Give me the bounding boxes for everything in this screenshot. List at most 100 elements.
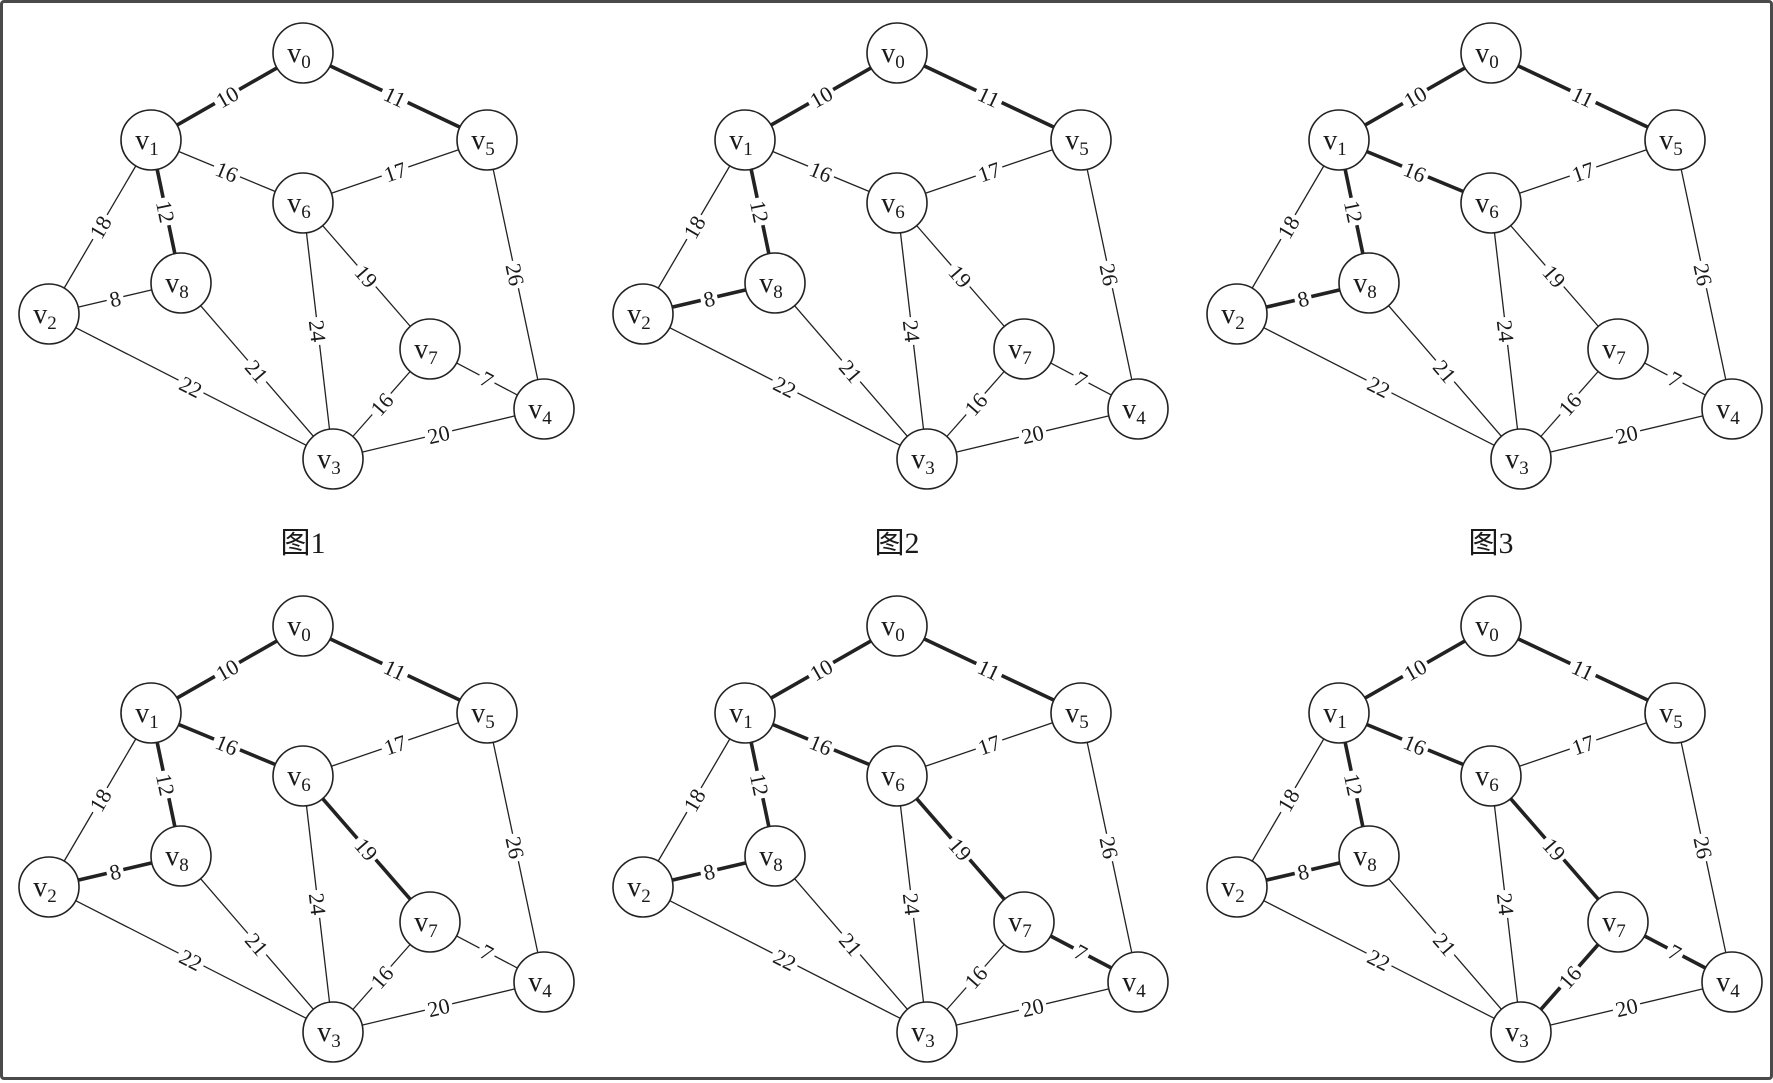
node-letter: v	[1505, 1017, 1519, 1048]
edge-weight-text: 11	[1568, 81, 1598, 113]
node-circle	[456, 682, 518, 744]
edge-weight-v1-v2: 18	[676, 781, 712, 819]
node-letter: v	[414, 907, 428, 938]
node-circle	[18, 856, 80, 918]
edge-weight-v1-v8: 12	[1339, 768, 1369, 801]
node-letter: v	[471, 698, 485, 729]
node-subscript: 5	[485, 139, 495, 160]
node-letter: v	[1716, 394, 1730, 425]
node-label: v1	[1323, 698, 1347, 733]
node-subscript: 7	[1022, 921, 1032, 942]
edge-weight-v2-v8: 8	[103, 284, 127, 312]
edge-weight-text: 18	[84, 211, 117, 243]
edge-weight-v2-v8: 8	[697, 857, 721, 885]
node-letter: v	[1221, 299, 1235, 330]
edge-weight-v2-v8: 8	[1291, 284, 1315, 313]
node-label: v2	[627, 299, 651, 334]
node-label: v3	[1505, 444, 1529, 479]
edge-weight-backdrop	[745, 768, 775, 801]
node-label: v0	[881, 611, 905, 646]
node-label: v6	[1475, 188, 1499, 223]
node-label: v1	[1323, 125, 1347, 160]
node-v6: v6	[866, 172, 928, 234]
edge-weight-backdrop	[1291, 857, 1315, 886]
node-label: v3	[911, 444, 935, 479]
node-v8: v8	[744, 825, 806, 887]
node-letter: v	[528, 967, 542, 998]
node-label: v2	[1221, 872, 1245, 907]
node-circle	[272, 745, 334, 807]
node-v2: v2	[612, 856, 674, 918]
edge-weight-v7-v4: 7	[473, 364, 501, 394]
edge-weight-backdrop	[1396, 652, 1434, 687]
node-v1: v1	[1308, 682, 1370, 744]
edge-weight-v0-v1: 10	[208, 79, 246, 114]
edge-weight-text: 10	[1399, 81, 1431, 114]
edge-weight-backdrop	[82, 781, 118, 819]
edge-weight-backdrop	[1661, 364, 1689, 394]
node-circle	[1308, 109, 1370, 171]
node-label: v4	[1716, 967, 1740, 1002]
edge-weight-v0-v5: 11	[1565, 79, 1601, 114]
node-subscript: 5	[1079, 139, 1089, 160]
edge-weight-v3-v4: 20	[1610, 992, 1643, 1022]
edge-weight-backdrop	[1067, 364, 1095, 394]
edge-weight-text: 24	[1492, 319, 1519, 344]
node-v4: v4	[1107, 951, 1169, 1013]
node-v1: v1	[714, 682, 776, 744]
edge-weight-text: 21	[834, 355, 867, 388]
edge-weight-backdrop	[1270, 208, 1306, 246]
node-v8: v8	[1338, 825, 1400, 887]
node-label: v7	[414, 907, 438, 942]
edge-weight-v3-v4: 20	[1610, 419, 1643, 449]
edge-weight-backdrop	[803, 728, 839, 761]
node-label: v6	[881, 761, 905, 796]
edge-weight-v5-v4: 26	[1689, 258, 1719, 291]
node-v5: v5	[1050, 109, 1112, 171]
edge-weight-v3-v4: 20	[422, 992, 455, 1022]
node-v7: v7	[399, 891, 461, 953]
node-circle	[1644, 682, 1706, 744]
edge-weight-v0-v5: 11	[377, 79, 413, 114]
node-subscript: 3	[331, 1031, 341, 1052]
edge-weight-backdrop	[767, 369, 803, 404]
node-subscript: 2	[641, 313, 651, 334]
edge-weight-text: 24	[898, 892, 925, 917]
edge-weight-v2-v8: 8	[1291, 857, 1315, 886]
node-v8: v8	[150, 252, 212, 314]
node-subscript: 4	[542, 408, 552, 429]
edge-weight-backdrop	[1396, 79, 1434, 114]
node-v7: v7	[993, 891, 1055, 953]
node-v6: v6	[1460, 172, 1522, 234]
node-v3: v3	[302, 1001, 364, 1063]
node-letter: v	[135, 698, 149, 729]
edge-weight-text: 12	[1339, 771, 1368, 798]
node-letter: v	[1008, 907, 1022, 938]
node-label: v6	[287, 761, 311, 796]
edge-weight-v5-v4: 26	[1689, 831, 1719, 864]
edge-weight-backdrop	[942, 257, 979, 295]
node-v0: v0	[1460, 22, 1522, 84]
node-label: v1	[135, 698, 159, 733]
edge-weight-v0-v5: 11	[377, 652, 413, 687]
edge-weight-backdrop	[1536, 257, 1573, 295]
edge-weight-v3-v4: 20	[1016, 419, 1049, 449]
edge-weight-text: 12	[151, 771, 180, 798]
edge-weight-v5-v6: 17	[377, 155, 413, 188]
edge-weight-backdrop	[1291, 284, 1315, 313]
node-circle	[714, 682, 776, 744]
edge-weight-backdrop	[209, 155, 245, 188]
edge-weight-v6-v3: 24	[1492, 888, 1520, 920]
edge-weight-v2-v3: 22	[1361, 369, 1397, 404]
node-subscript: 7	[1616, 921, 1626, 942]
edge-weight-backdrop	[173, 369, 209, 404]
edge-weight-text: 19	[1537, 260, 1570, 293]
node-letter: v	[1221, 872, 1235, 903]
edge-weight-v2-v3: 22	[767, 942, 803, 977]
edge-weight-text: 10	[1399, 654, 1431, 687]
edge-weight-text: 21	[1428, 355, 1461, 388]
node-letter: v	[1602, 907, 1616, 938]
node-label: v7	[1602, 907, 1626, 942]
node-label: v7	[1602, 334, 1626, 369]
